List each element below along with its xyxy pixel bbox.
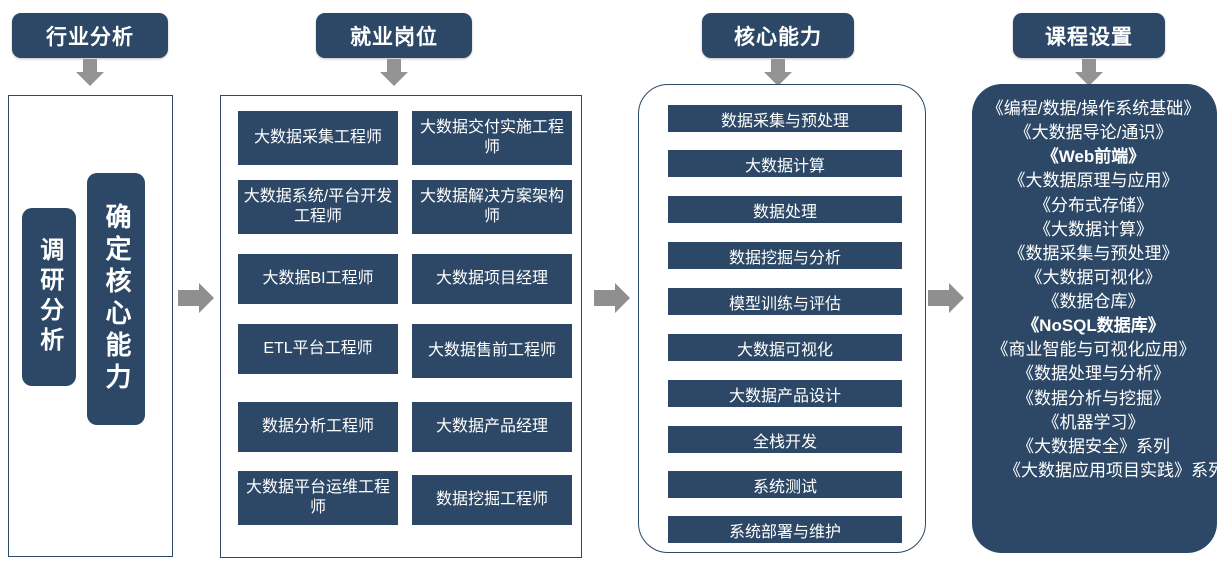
right-arrow-icon-2 — [594, 283, 632, 313]
down-arrow-icon-abilities — [764, 59, 792, 87]
arrow-head — [199, 283, 214, 313]
down-arrow-icon-courses — [1075, 59, 1103, 87]
course-item[interactable]: 《大数据计算》 — [1034, 219, 1153, 239]
industry-item-determine-core-ability[interactable]: 确定核心能力 — [87, 173, 145, 425]
ability-box[interactable]: 系统部署与维护 — [668, 516, 902, 543]
ability-box[interactable]: 数据挖掘与分析 — [668, 242, 902, 269]
job-box[interactable]: 大数据平台运维工程师 — [238, 471, 398, 525]
arrow-head — [764, 72, 792, 86]
course-item[interactable]: 《大数据原理与应用》 — [1008, 171, 1179, 191]
course-item[interactable]: 《数据仓库》 — [1042, 292, 1145, 311]
arrow-shaft — [771, 59, 785, 73]
arrow-shaft — [83, 59, 97, 73]
arrow-shaft — [178, 290, 200, 306]
arrow-head — [615, 283, 630, 313]
job-box[interactable]: 数据挖掘工程师 — [412, 475, 572, 525]
ability-box[interactable]: 系统测试 — [668, 471, 902, 498]
course-item[interactable]: 《数据分析与挖掘》 — [1017, 388, 1170, 408]
course-item[interactable]: 《大数据应用项目实践》系列 — [1004, 460, 1225, 480]
arrow-shaft — [928, 290, 950, 306]
course-item[interactable]: 《NoSQL数据库》 — [1022, 316, 1165, 336]
job-box[interactable]: 大数据产品经理 — [412, 402, 572, 452]
course-item[interactable]: 《大数据导论/通识》 — [1014, 123, 1173, 143]
course-item[interactable]: 《数据采集与预处理》 — [1008, 243, 1179, 263]
arrow-shaft — [387, 59, 401, 73]
ability-box[interactable]: 数据采集与预处理 — [668, 105, 902, 132]
course-item[interactable]: 《Web前端》 — [1041, 147, 1146, 167]
job-box[interactable]: 大数据交付实施工程师 — [412, 111, 572, 165]
arrow-shaft — [1082, 59, 1096, 73]
right-arrow-icon-3 — [928, 283, 966, 313]
job-box[interactable]: ETL平台工程师 — [238, 324, 398, 374]
job-box[interactable]: 大数据项目经理 — [412, 254, 572, 304]
course-item[interactable]: 《编程/数据/操作系统基础》 — [986, 99, 1201, 118]
ability-box[interactable]: 大数据计算 — [668, 150, 902, 177]
header-pill-employment-positions[interactable]: 就业岗位 — [316, 13, 472, 58]
ability-box[interactable]: 模型训练与评估 — [668, 288, 902, 315]
ability-box[interactable]: 大数据可视化 — [668, 334, 902, 361]
header-pill-industry-analysis[interactable]: 行业分析 — [12, 13, 168, 58]
course-item[interactable]: 《机器学习》 — [1042, 412, 1145, 432]
ability-box[interactable]: 数据处理 — [668, 196, 902, 223]
course-setup-panel — [972, 84, 1217, 553]
arrow-head — [949, 283, 964, 313]
industry-item-research-analysis[interactable]: 调研分析 — [22, 208, 76, 386]
job-box[interactable]: 大数据系统/平台开发工程师 — [238, 180, 398, 234]
job-box[interactable]: 大数据BI工程师 — [238, 254, 398, 304]
course-item[interactable]: 《商业智能与可视化应用》 — [991, 340, 1196, 360]
job-box[interactable]: 大数据售前工程师 — [412, 324, 572, 378]
arrow-head — [76, 72, 104, 86]
job-box[interactable]: 大数据解决方案架构师 — [412, 180, 572, 234]
header-pill-course-setup[interactable]: 课程设置 — [1013, 13, 1165, 58]
course-item[interactable]: 《大数据安全》系列 — [1017, 436, 1170, 456]
ability-box[interactable]: 大数据产品设计 — [668, 380, 902, 407]
arrow-head — [1075, 72, 1103, 86]
course-item[interactable]: 《大数据可视化》 — [1025, 267, 1162, 287]
arrow-head — [380, 72, 408, 86]
ability-box[interactable]: 全栈开发 — [668, 426, 902, 453]
right-arrow-icon-1 — [178, 283, 216, 313]
arrow-shaft — [594, 290, 616, 306]
header-pill-core-abilities[interactable]: 核心能力 — [702, 13, 854, 58]
job-box[interactable]: 数据分析工程师 — [238, 402, 398, 452]
course-item[interactable]: 《分布式存储》 — [1034, 195, 1153, 215]
course-item[interactable]: 《数据处理与分析》 — [1017, 364, 1170, 384]
down-arrow-icon-positions — [380, 59, 408, 87]
course-list: 《编程/数据/操作系统基础》 《大数据导论/通识》 《Web前端》 《大数据原理… — [962, 97, 1225, 483]
job-box[interactable]: 大数据采集工程师 — [238, 111, 398, 165]
down-arrow-icon-industry — [76, 59, 104, 87]
